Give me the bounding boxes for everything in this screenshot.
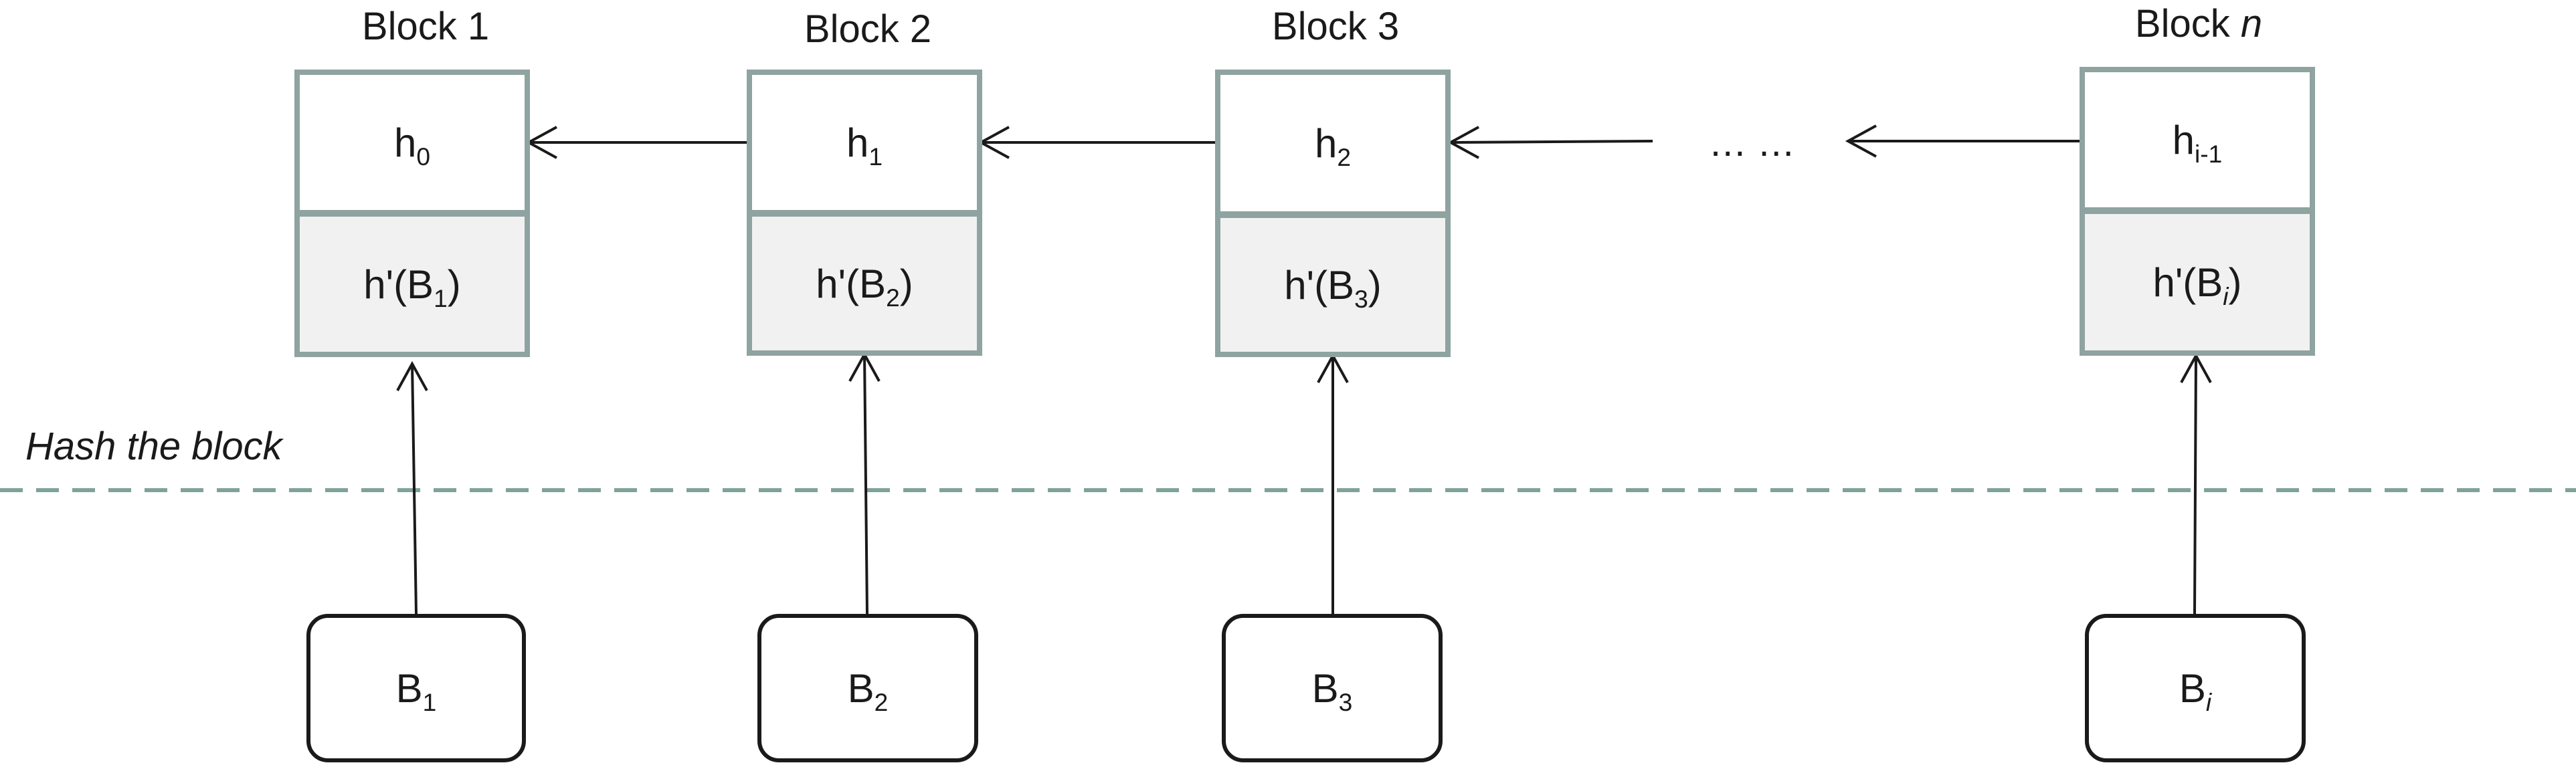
- block-2-content-hash-label: h'(B2): [816, 261, 913, 312]
- source-block-1: B1: [306, 614, 526, 762]
- hash-the-block-label: Hash the block: [25, 425, 282, 468]
- block-n-prev-hash-label: hi-1: [2172, 117, 2223, 168]
- block-n-content-hash: h'(Bi): [2085, 214, 2310, 350]
- source-block-3-label: B3: [1311, 665, 1353, 716]
- block-3-prev-hash: h2: [1220, 75, 1445, 211]
- block-3-title: Block 3: [1271, 5, 1400, 48]
- source-block-n-label: Bi: [2179, 665, 2212, 716]
- block-2-prev-hash-label: h1: [846, 120, 883, 171]
- hash-arrow-line-2: [863, 354, 868, 615]
- block-n-title: Block n: [2134, 2, 2263, 45]
- block-1-title: Block 1: [361, 5, 490, 48]
- hash-arrowhead-1: [396, 360, 428, 391]
- block-n-content-hash-label: h'(Bi): [2152, 259, 2242, 310]
- source-block-2-label: B2: [847, 665, 889, 716]
- chain-ellipsis: ... ...: [1710, 121, 1795, 165]
- source-block-3: B3: [1222, 614, 1443, 762]
- block-1-content-hash: h'(B1): [300, 217, 525, 352]
- block-n-prev-hash: hi-1: [2085, 72, 2310, 207]
- block-2-prev-hash: h1: [752, 75, 977, 210]
- block-2-content-hash: h'(B2): [752, 217, 977, 350]
- block-1-prev-hash-label: h0: [393, 120, 431, 171]
- source-block-n: Bi: [2085, 614, 2306, 762]
- block-2-title: Block 2: [804, 7, 932, 51]
- hash-arrow-line-n: [2193, 355, 2197, 615]
- link-arrowhead-n-to-ellipsis: [1845, 124, 1877, 158]
- block-1-content-hash-label: h'(B1): [363, 261, 461, 312]
- hash-arrow-line-1: [411, 363, 418, 615]
- source-block-2: B2: [757, 614, 978, 762]
- block-3-content-hash-label: h'(B3): [1284, 262, 1382, 313]
- link-line-ellipsis-to-3: [1450, 140, 1653, 144]
- source-block-1-label: B1: [395, 665, 437, 716]
- block-3-content-hash: h'(B3): [1220, 218, 1445, 352]
- block-1-prev-hash: h0: [300, 75, 525, 210]
- block-3-prev-hash-label: h2: [1314, 120, 1352, 171]
